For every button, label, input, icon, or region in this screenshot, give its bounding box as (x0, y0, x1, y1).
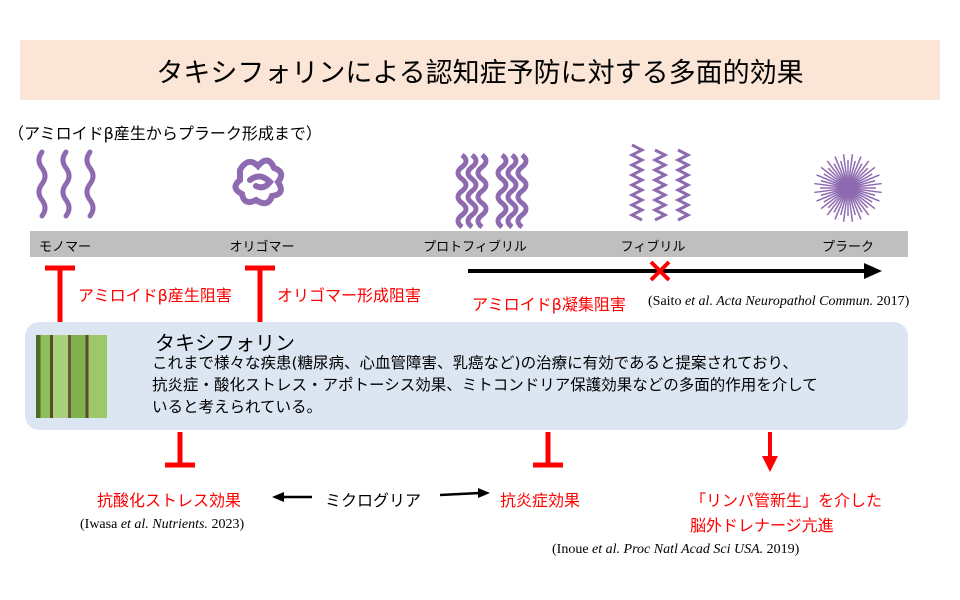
arrow-left-icon (272, 492, 312, 502)
stage-fibril: フィブリル (620, 240, 686, 255)
stage-plaque: プラーク (821, 240, 875, 255)
inhibit-production-symbol (45, 265, 75, 322)
taxifolin-description-line-3: いると考えられている。 (152, 398, 323, 416)
lymph-arrow-down (762, 432, 778, 472)
stage-bar (30, 231, 908, 257)
citation-inoue: (Inoue et al. Proc Natl Acad Sci USA. 20… (552, 542, 800, 557)
citation-saito: (Saito et al. Acta Neuropathol Commun. 2… (648, 294, 910, 309)
oligomer-inhibition-label: オリゴマー形成阻害 (277, 286, 422, 305)
taxifolin-name: タキシフォリン (155, 331, 295, 355)
arrow-right-icon (439, 488, 490, 498)
taxifolin-description-line-1: これまで様々な疾患(糖尿病、心血管障害、乳癌など)の治療に有効であると提案されて… (152, 354, 798, 372)
aggregation-arrow (468, 263, 882, 279)
title-banner: タキシフォリンによる認知症予防に対する多面的効果 (20, 40, 940, 100)
citation-iwasa: (Iwasa et al. Nutrients. 2023) (80, 517, 245, 532)
fibril-icon (628, 143, 692, 222)
inhibit-antioxidant-symbol (165, 432, 195, 468)
stage-oligomer: オリゴマー (229, 240, 295, 255)
page-title: タキシフォリンによる認知症予防に対する多面的効果 (156, 57, 804, 89)
lymph-effect-line-2: 脳外ドレナージ亢進 (690, 516, 834, 535)
stage-monomer: モノマー (38, 240, 92, 255)
plaque-icon (814, 154, 882, 222)
production-inhibition-label: アミロイドβ産生阻害 (78, 286, 232, 305)
antioxidant-effect-label: 抗酸化ストレス効果 (97, 491, 242, 510)
stage-protofibril: プロトフィブリル (423, 240, 527, 255)
lymph-effect-line-1: 「リンパ管新生」を介した (690, 491, 883, 510)
antiinflammatory-effect-label: 抗炎症効果 (500, 491, 581, 510)
inhibit-oligomer-symbol (245, 265, 275, 322)
forest-image (36, 335, 107, 418)
taxifolin-description-line-2: 抗炎症・酸化ストレス・アポトーシス効果、ミトコンドリア保護効果などの多面的作用を… (152, 376, 818, 394)
aggregation-inhibition-label: アミロイドβ凝集阻害 (472, 295, 626, 314)
block-x-icon (649, 260, 671, 282)
inhibit-antiinflammatory-symbol (533, 432, 563, 468)
oligomer-icon (232, 157, 285, 207)
taxifolin-box (25, 322, 908, 430)
subtitle: （アミロイドβ産生からプラーク形成まで） (8, 124, 322, 143)
protofibril-icon (455, 153, 529, 229)
monomer-icon (36, 149, 96, 219)
microglia-label: ミクログリア (325, 491, 422, 510)
